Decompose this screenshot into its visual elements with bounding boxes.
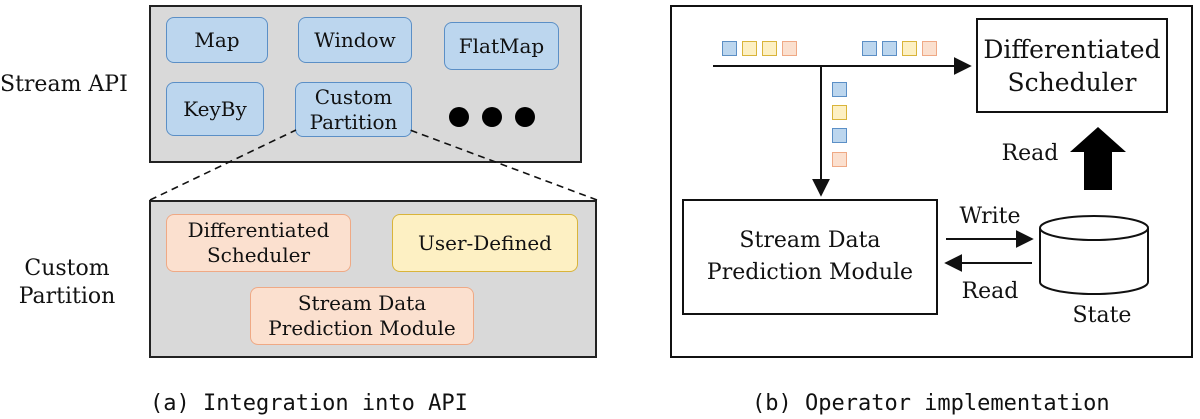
stream-square — [832, 128, 847, 143]
state-cylinder — [1039, 215, 1149, 295]
operator-frame — [670, 5, 1193, 358]
write-label: Write — [959, 204, 1021, 229]
state-label: State — [1072, 303, 1132, 328]
stream-square — [832, 105, 847, 120]
window-operator: Window — [298, 17, 412, 63]
stream-api-label: Stream API — [0, 72, 128, 97]
custom-partition-label-line2: Partition — [18, 284, 116, 309]
stream-square — [862, 41, 877, 56]
stream-square — [832, 82, 847, 97]
keyby-operator: KeyBy — [166, 82, 264, 136]
zoom-dashed-left — [149, 129, 297, 201]
custom-partition-label: Custom Partition — [12, 255, 122, 311]
differentiated-scheduler-box: Differentiated Scheduler — [976, 18, 1168, 113]
stream-square — [902, 41, 917, 56]
user-defined-module: User-Defined — [392, 214, 578, 272]
stream-square — [762, 41, 777, 56]
stream-square — [922, 41, 937, 56]
caption-a: (a) Integration into API — [150, 391, 468, 416]
map-operator: Map — [166, 17, 268, 63]
read-big-arrow — [1070, 127, 1126, 190]
zoom-dashed-right — [409, 129, 598, 201]
ellipsis-dot-3 — [515, 107, 535, 127]
read-label-upper: Read — [1001, 141, 1059, 166]
differentiated-scheduler-module: Differentiated Scheduler — [166, 214, 351, 272]
ellipsis-dot-1 — [449, 107, 469, 127]
ellipsis-dot-2 — [482, 107, 502, 127]
flatmap-operator: FlatMap — [444, 22, 559, 70]
stream-data-prediction-box: Stream Data Prediction Module — [682, 199, 938, 315]
stream-square — [782, 41, 797, 56]
stream-data-prediction-module-left: Stream Data Prediction Module — [250, 287, 474, 345]
read-label-lower: Read — [961, 279, 1019, 304]
stream-square — [742, 41, 757, 56]
custom-partition-label-line1: Custom — [24, 256, 110, 281]
stream-square — [882, 41, 897, 56]
caption-b: (b) Operator implementation — [752, 391, 1110, 416]
stream-square — [832, 152, 847, 167]
stream-square — [722, 41, 737, 56]
custom-partition-operator: Custom Partition — [295, 82, 412, 137]
